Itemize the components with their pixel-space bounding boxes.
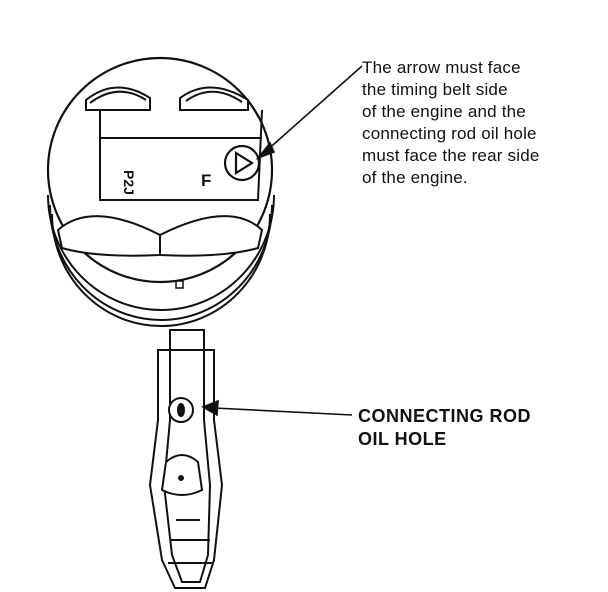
note-leader [255,65,363,160]
note-line-4: connecting rod oil hole [362,124,537,143]
rod-cap [160,454,204,496]
arrow-mark-icon [223,144,261,182]
note-line-1: The arrow must face [362,58,521,77]
note-line-2: the timing belt side [362,80,508,99]
note-line-5: must face the rear side [362,146,540,165]
stamp-code: P2J [121,170,137,195]
callout-line-1: CONNECTING ROD [358,406,531,426]
note-line-3: of the engine and the [362,102,526,121]
center-mark [175,280,184,289]
oil-hole [168,397,194,423]
front-mark: F [201,171,211,190]
callout-leader [201,399,353,417]
valve-reliefs [56,86,264,257]
callout-line-2: OIL HOLE [358,429,447,449]
note-line-6: of the engine. [362,168,468,187]
